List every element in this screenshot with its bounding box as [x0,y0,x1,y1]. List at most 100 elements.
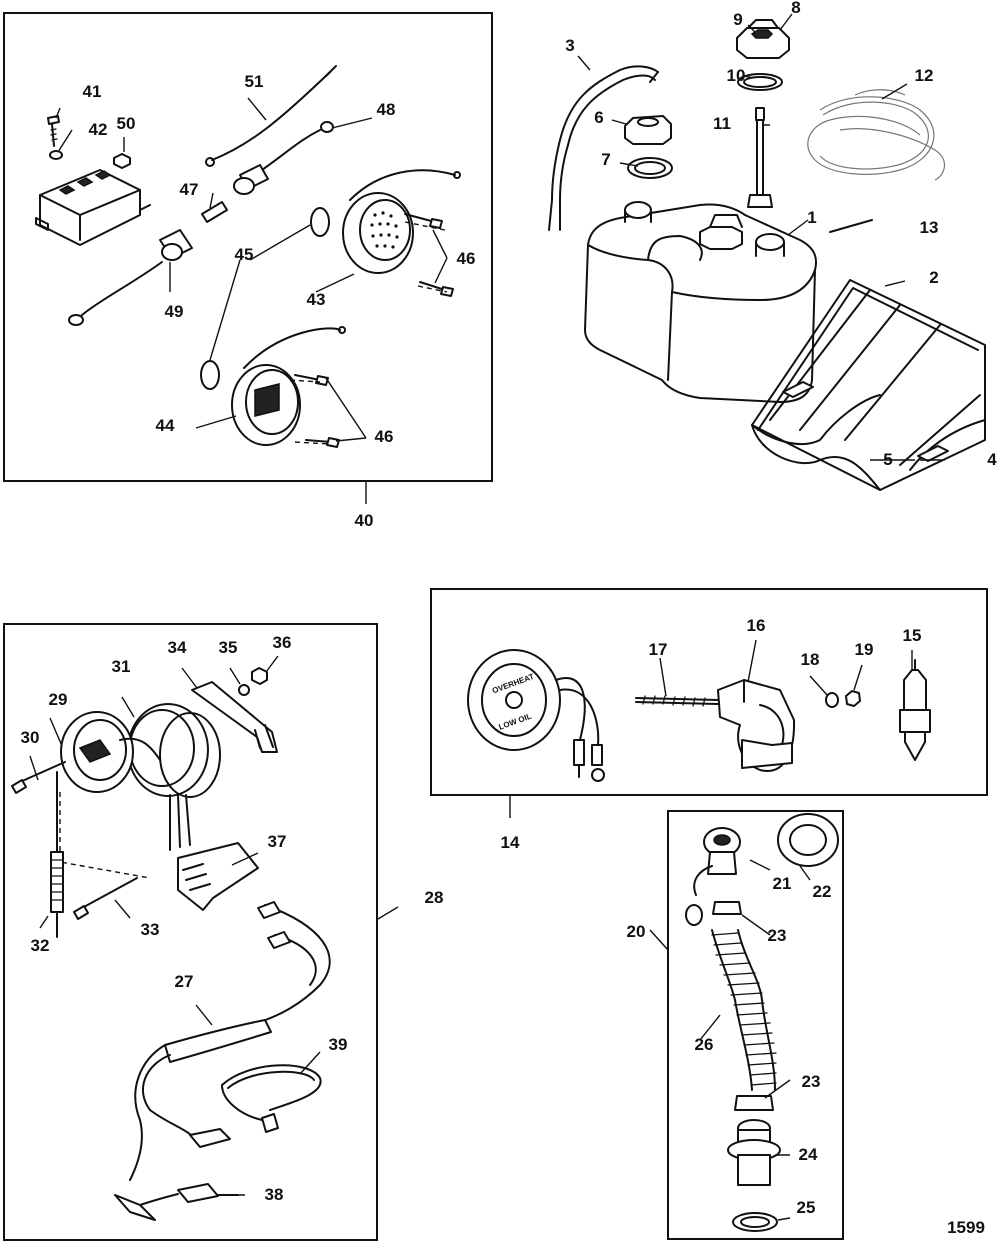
figure-number: 1599 [947,1218,985,1237]
callout-40: 40 [354,511,374,530]
callout-28: 28 [424,888,444,907]
part-14-gauge: OVERHEAT LOW OIL [467,649,605,782]
part-9-fuel-cap [736,19,790,59]
callout-14: 14 [500,833,520,852]
part-23-clamp-lower [734,1095,774,1111]
part-42-washer [49,150,63,160]
dashed-guide-29 [59,792,151,879]
callout-24: 24 [798,1145,818,1164]
callout-49: 49 [164,302,184,321]
part-23-clamp-upper [712,901,742,915]
part-18-washer [825,692,839,708]
part-46-screws-lower [294,374,340,448]
callout-17: 17 [648,640,668,659]
callout-9: 9 [733,10,743,29]
callout-41: 41 [82,82,102,101]
callout-25: 25 [796,1198,816,1217]
callout-27: 27 [174,972,194,991]
part-30-screw [11,761,66,794]
part-15-bulb [899,659,931,761]
callout-45: 45 [234,245,254,264]
part-27-harness [129,1019,272,1181]
part-24-fitting [727,1119,781,1186]
part-38-connectors [114,1128,239,1221]
callout-32: 32 [30,936,50,955]
part-harness-wires [257,901,331,1023]
callout-43: 43 [306,290,326,309]
part-21-filler [693,827,741,896]
callout-51: 51 [244,72,264,91]
callout-10: 10 [726,66,746,85]
callout-21: 21 [772,874,792,893]
part-33-screw [73,877,138,920]
part-10-gasket [737,73,783,91]
callout-2: 2 [929,268,939,287]
part-45-oring-lower [200,360,220,390]
callout-29: 29 [48,690,68,709]
callout-37: 37 [267,832,287,851]
part-51-wire [205,65,337,167]
callout-18: 18 [800,650,820,669]
callout-31: 31 [111,657,131,676]
callout-30: 30 [20,728,40,747]
part-6-cap [624,115,672,145]
part-47-connector [201,201,228,223]
callout-19: 19 [854,640,874,659]
part-3-strap [548,65,659,231]
part-46-screws-upper [404,213,454,297]
callout-8: 8 [791,0,801,17]
part-49-wire [68,229,193,326]
callout-34: 34 [167,638,187,657]
callout-39: 39 [328,1035,348,1054]
box-40-frame [3,12,493,482]
part-19-nut [845,690,861,707]
callout-48: 48 [376,100,396,119]
callout-23b: 23 [801,1072,821,1091]
callout-13: 13 [919,218,939,237]
callout-6: 6 [594,108,604,127]
callout-15: 15 [902,626,922,645]
callout-1: 1 [807,208,817,227]
callout-26: 26 [694,1035,714,1054]
part-37-bracket [177,842,259,911]
callout-4: 4 [987,450,997,469]
part-29-gauge [60,711,161,793]
callout-35: 35 [218,638,238,657]
part-45-oring-upper [310,207,330,237]
callout-23a: 23 [767,926,787,945]
part-22-gasket [777,813,839,867]
callout-22: 22 [812,882,832,901]
part-44-gauge [231,326,346,446]
callout-46a: 46 [456,249,476,268]
callout-5: 5 [883,450,893,469]
callout-20: 20 [626,922,646,941]
callout-47: 47 [179,180,199,199]
part-50-nut [113,153,131,169]
callout-46b: 46 [374,427,394,446]
part-31-housing [127,703,221,851]
callout-36: 36 [272,633,292,652]
part-1-fuel-tank [584,201,818,403]
part-43-horn [342,169,461,274]
part-36-nut [251,667,268,685]
part-32-resistor [50,771,64,938]
callout-44: 44 [155,416,175,435]
callout-33: 33 [140,920,160,939]
callout-16: 16 [746,616,766,635]
part-41-screw [47,115,60,147]
part-26-hose [711,929,777,1091]
part-oring-small [685,904,703,926]
callout-11: 11 [713,114,731,133]
part-48-wire [233,121,334,195]
callout-50: 50 [116,114,136,133]
part-2-cradle [751,279,986,491]
part-7-gasket [627,157,673,179]
callout-7: 7 [601,150,611,169]
part-11-pickup [747,107,773,208]
part-12-hose [807,89,945,181]
box-20-frame [667,810,844,1240]
part-17-screw [635,695,719,707]
box-28-frame [3,623,378,1241]
